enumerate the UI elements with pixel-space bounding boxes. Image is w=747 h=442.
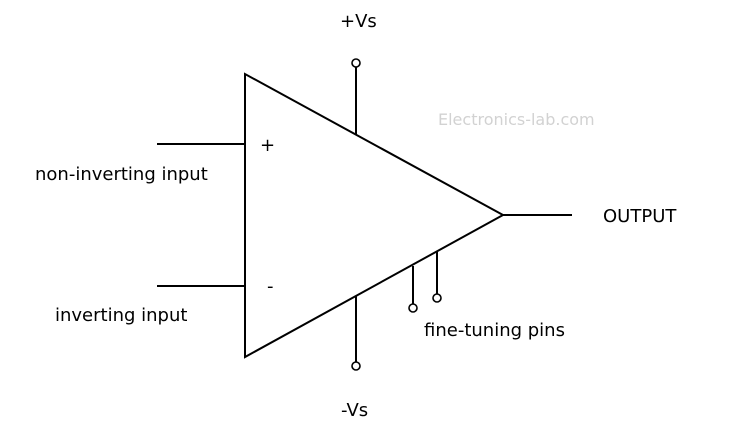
non-inverting-input-label: non-inverting input [35, 164, 208, 185]
negative-supply-label: -Vs [341, 400, 368, 421]
plus-sign: + [260, 135, 275, 156]
op-amp-triangle [244, 72, 506, 359]
negative-supply-terminal [351, 361, 361, 371]
watermark-text: Electronics-lab.com [438, 110, 595, 129]
minus-sign: - [267, 276, 274, 297]
positive-supply-label: +Vs [340, 11, 377, 32]
positive-supply-terminal [351, 58, 361, 68]
inverting-input-label: inverting input [55, 305, 187, 326]
output-label: OUTPUT [603, 206, 677, 227]
fine-tuning-pin-2-terminal [432, 293, 442, 303]
fine-tuning-pin-1-terminal [408, 303, 418, 313]
fine-tuning-pins-label: fine-tuning pins [424, 320, 565, 341]
